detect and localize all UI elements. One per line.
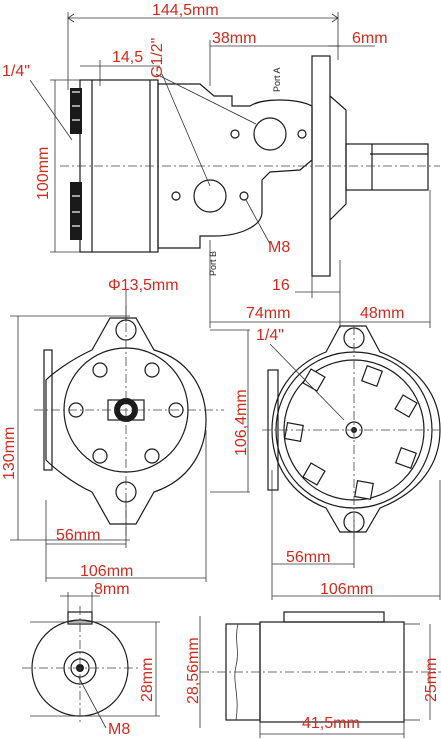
dim-56-rear: 56mm (56, 527, 100, 544)
dim-height-130: 130mm (1, 427, 18, 480)
dim-56-front: 56mm (286, 549, 330, 566)
front-view-drawing (262, 325, 441, 600)
dim-width-106-rear: 106mm (80, 563, 133, 580)
label-port-b: Port B (208, 251, 218, 276)
dim-length-41-5: 41,5mm (302, 715, 360, 732)
dim-diameter-28-56: 28,56mm (185, 637, 202, 704)
dim-thread-quarter-front: 1/4" (256, 327, 284, 344)
dim-thread-quarter-top: 1/4" (2, 63, 30, 80)
dim-m8-top: M8 (268, 239, 290, 256)
dim-74: 74mm (246, 305, 290, 322)
dim-hole-diameter: Φ13,5mm (108, 277, 179, 294)
shaft-end-view-drawing (22, 592, 160, 729)
dim-14-5: 14,5 (112, 49, 143, 66)
dim-overall-length: 144,5mm (152, 2, 219, 19)
dim-height-100: 100mm (35, 147, 52, 200)
dim-m8-bottom: M8 (108, 721, 130, 738)
dim-width-106-front: 106mm (320, 581, 373, 598)
dim-16: 16 (272, 277, 290, 294)
shaft-side-view-drawing (199, 611, 441, 738)
rear-view-drawing (10, 290, 250, 582)
dim-38: 38mm (212, 30, 256, 47)
dim-key-8: 8mm (94, 581, 130, 598)
label-port-a: Port A (272, 67, 282, 92)
dim-diameter-25: 25mm (423, 658, 440, 702)
dim-height-28: 28mm (139, 658, 156, 702)
dim-port-thread: G1/2" (149, 38, 166, 78)
side-view-drawing (29, 12, 440, 328)
dim-height-106-4: 106,4mm (233, 389, 250, 456)
dim-6: 6mm (352, 30, 388, 47)
dim-48: 48mm (360, 305, 404, 322)
